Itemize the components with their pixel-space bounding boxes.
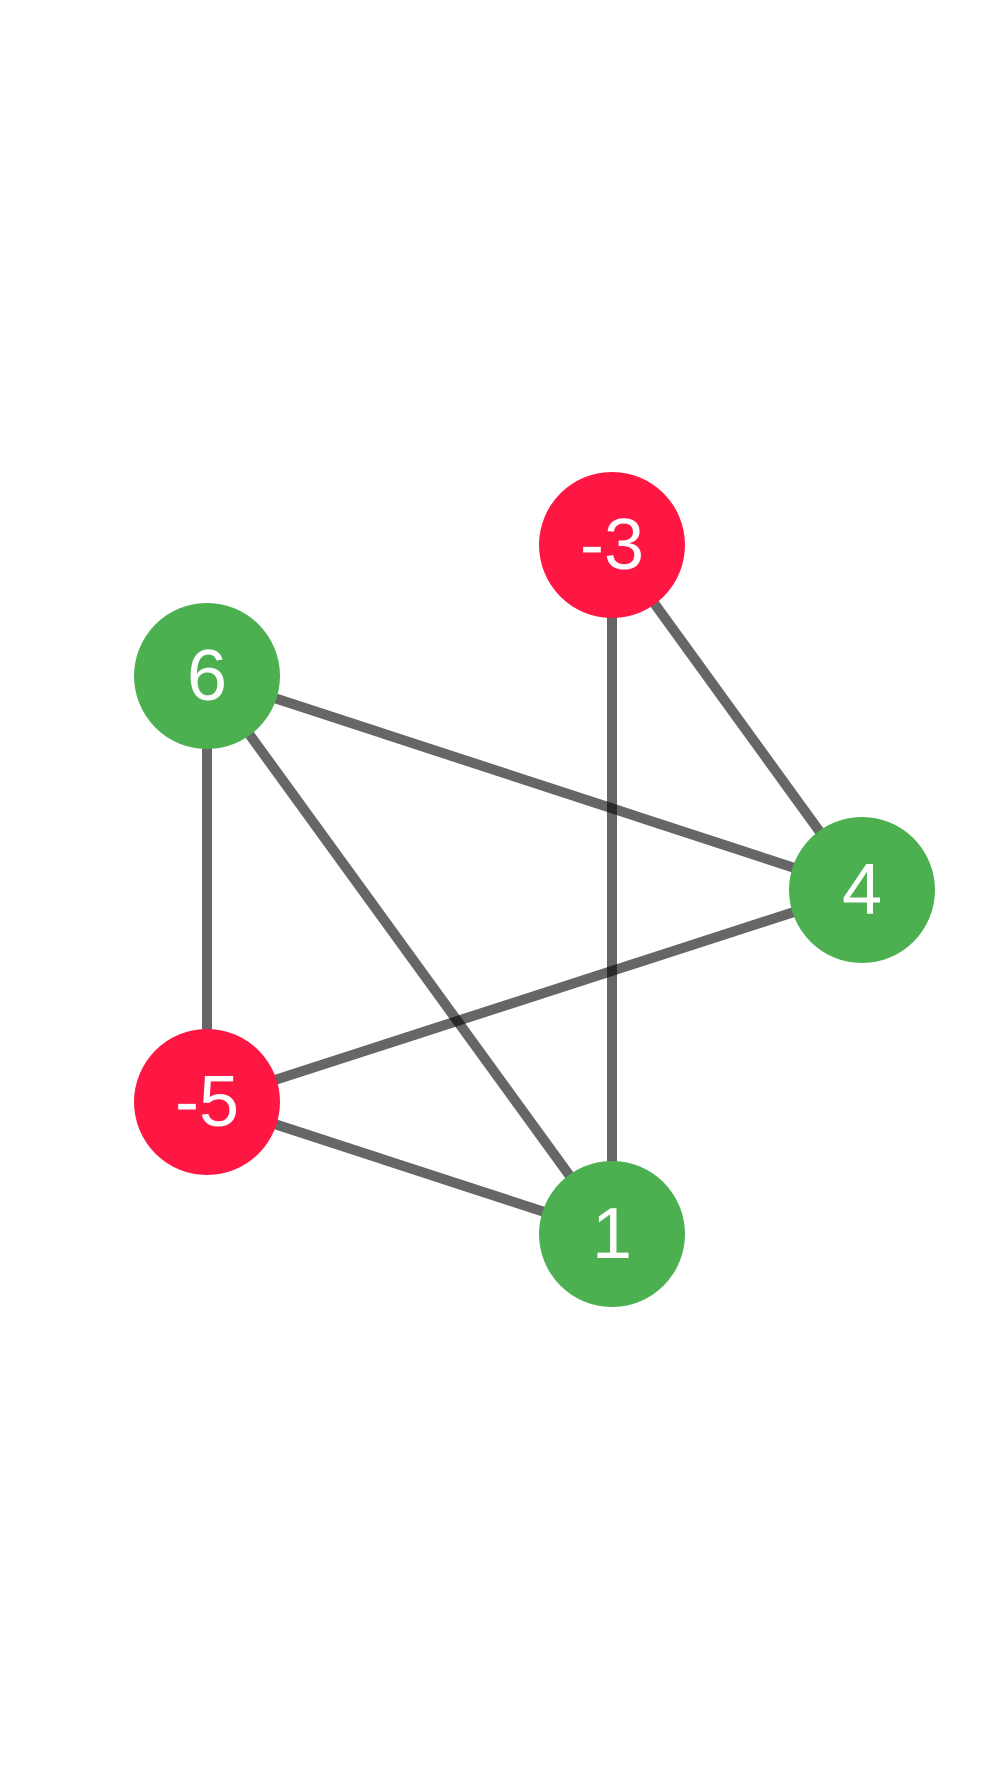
edge-n4-n3 [205,885,864,1107]
node-label: 6 [187,636,227,716]
node-label: 1 [592,1194,632,1274]
node-label: -3 [580,505,644,585]
nodes-layer: -3 6 4 -5 1 [134,472,935,1307]
edges-layer [202,542,867,1239]
graph-node: 4 [789,817,935,963]
node-circle-positive [134,603,280,749]
graph-node: 6 [134,603,280,749]
node-label: -5 [175,1062,239,1142]
node-circle-negative [539,472,685,618]
graph-node: -5 [134,1029,280,1175]
edge-n2-n3 [205,671,864,895]
graph-node: 1 [539,1161,685,1307]
node-label: 4 [842,850,882,930]
node-circle-positive [789,817,935,963]
node-circle-positive [539,1161,685,1307]
graph-node: -3 [539,472,685,618]
edge-n2-n5 [202,673,617,1237]
node-circle-negative [134,1029,280,1175]
